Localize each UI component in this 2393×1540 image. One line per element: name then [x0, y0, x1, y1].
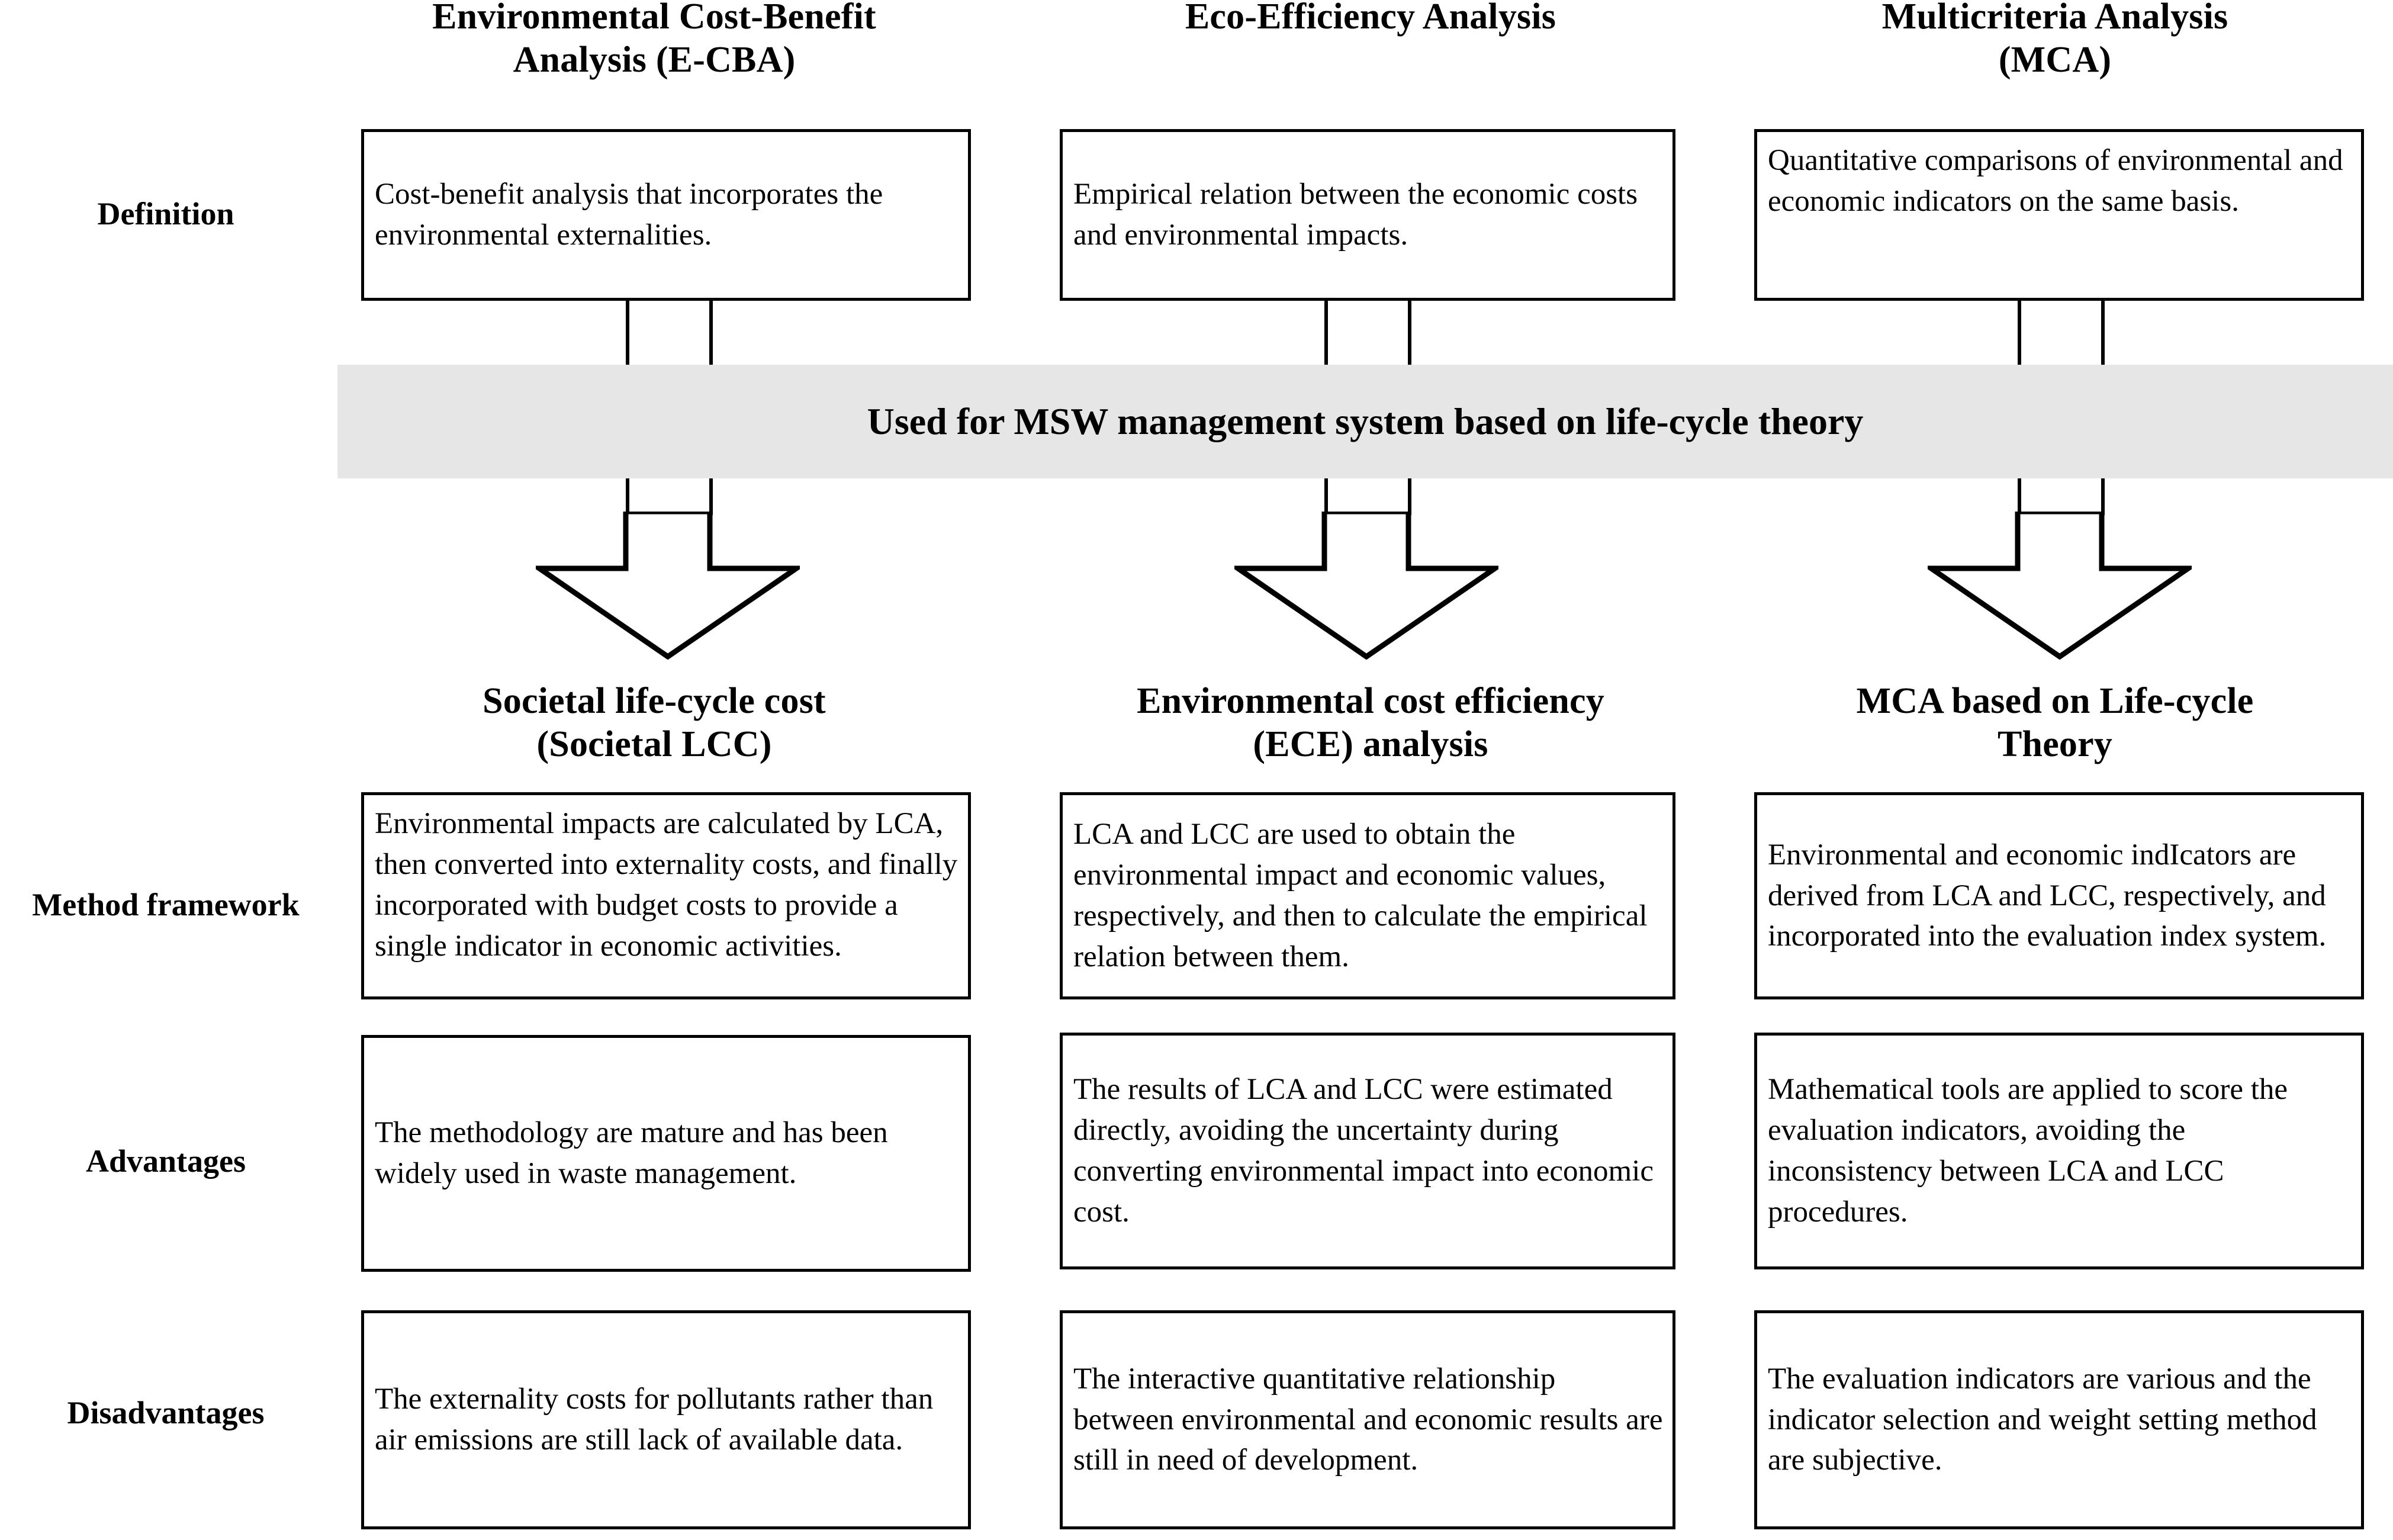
column-title-mca: Multicriteria Analysis (MCA) [1717, 0, 2393, 82]
method-framework-box-societal-lcc: Environmental impacts are calculated by … [361, 792, 971, 999]
column-title-ece: Environmental cost efficiency (ECE) anal… [1030, 680, 1711, 766]
definition-box-eco-efficiency: Empirical relation between the economic … [1060, 129, 1675, 301]
advantages-box-ece: The results of LCA and LCC were estimate… [1060, 1033, 1675, 1269]
column-title-e-cba-line2: Analysis (E-CBA) [513, 40, 796, 81]
banner-used-for-msw: Used for MSW management system based on … [337, 365, 2393, 478]
column-title-societal-lcc-line2: (Societal LCC) [536, 724, 772, 765]
method-framework-box-mca: Environmental and economic indIcators ar… [1754, 792, 2364, 999]
down-arrow-eco-efficiency [1234, 512, 1498, 660]
method-framework-text-societal-lcc: Environmental impacts are calculated by … [375, 807, 958, 963]
banner-text: Used for MSW management system based on … [867, 400, 1864, 442]
column-title-mca-lifecycle-line2: Theory [1997, 724, 2113, 765]
down-arrow-mca [1928, 512, 2192, 660]
row-label-advantages: Advantages [85, 1143, 246, 1179]
arrow-shaft-line-e-cba-left [626, 478, 629, 515]
connector-line-e-cba-right [709, 301, 713, 367]
disadvantages-box-ece: The interactive quantitative relationshi… [1060, 1310, 1675, 1529]
advantages-text-mca: Mathematical tools are applied to score … [1768, 1073, 2288, 1229]
disadvantages-text-mca: The evaluation indicators are various an… [1768, 1362, 2317, 1477]
disadvantages-text-societal-lcc: The externality costs for pollutants rat… [375, 1383, 934, 1457]
disadvantages-text-ece: The interactive quantitative relationshi… [1073, 1362, 1663, 1477]
column-title-ece-line1: Environmental cost efficiency [1137, 681, 1604, 721]
disadvantages-box-societal-lcc: The externality costs for pollutants rat… [361, 1310, 971, 1529]
definition-text-eco-efficiency: Empirical relation between the economic … [1073, 178, 1638, 252]
advantages-box-mca: Mathematical tools are applied to score … [1754, 1033, 2364, 1269]
column-title-societal-lcc: Societal life-cycle cost (Societal LCC) [314, 680, 995, 766]
connector-line-eco-left [1324, 301, 1328, 367]
column-title-eco-efficiency: Eco-Efficiency Analysis [1030, 0, 1711, 38]
column-title-societal-lcc-line1: Societal life-cycle cost [483, 681, 826, 721]
column-title-e-cba-line1: Environmental Cost-Benefit [432, 0, 876, 37]
definition-box-e-cba: Cost-benefit analysis that incorporates … [361, 129, 971, 301]
disadvantages-box-mca: The evaluation indicators are various an… [1754, 1310, 2364, 1529]
down-arrow-e-cba [536, 512, 800, 660]
column-title-mca-line2: (MCA) [1998, 40, 2112, 81]
row-label-disadvantages: Disadvantages [67, 1395, 265, 1430]
connector-line-e-cba-left [626, 301, 629, 367]
row-label-method-framework: Method framework [32, 887, 300, 922]
advantages-box-societal-lcc: The methodology are mature and has been … [361, 1035, 971, 1272]
row-label-definition: Definition [97, 196, 234, 232]
column-title-ece-line2: (ECE) analysis [1253, 724, 1488, 765]
definition-text-mca: Quantitative comparisons of environmenta… [1768, 144, 2343, 218]
advantages-text-societal-lcc: The methodology are mature and has been … [375, 1116, 888, 1190]
connector-line-eco-right [1408, 301, 1411, 367]
method-framework-box-ece: LCA and LCC are used to obtain the envir… [1060, 792, 1675, 999]
arrow-shaft-line-mca-right [2101, 478, 2105, 515]
method-framework-text-mca: Environmental and economic indIcators ar… [1768, 838, 2327, 953]
definition-box-mca: Quantitative comparisons of environmenta… [1754, 129, 2364, 301]
column-title-eco-efficiency-line1: Eco-Efficiency Analysis [1185, 0, 1556, 37]
advantages-text-ece: The results of LCA and LCC were estimate… [1073, 1073, 1654, 1229]
connector-line-mca-right [2101, 301, 2105, 367]
column-title-mca-lifecycle: MCA based on Life-cycle Theory [1717, 680, 2393, 766]
connector-line-mca-left [2018, 301, 2021, 367]
arrow-shaft-line-eco-right [1408, 478, 1411, 515]
definition-text-e-cba: Cost-benefit analysis that incorporates … [375, 178, 883, 252]
column-title-mca-lifecycle-line1: MCA based on Life-cycle [1856, 681, 2254, 721]
method-framework-text-ece: LCA and LCC are used to obtain the envir… [1073, 818, 1648, 973]
arrow-shaft-line-e-cba-right [709, 478, 713, 515]
arrow-shaft-line-eco-left [1324, 478, 1328, 515]
arrow-shaft-line-mca-left [2018, 478, 2021, 515]
column-title-e-cba: Environmental Cost-Benefit Analysis (E-C… [314, 0, 995, 82]
column-title-mca-line1: Multicriteria Analysis [1881, 0, 2228, 37]
